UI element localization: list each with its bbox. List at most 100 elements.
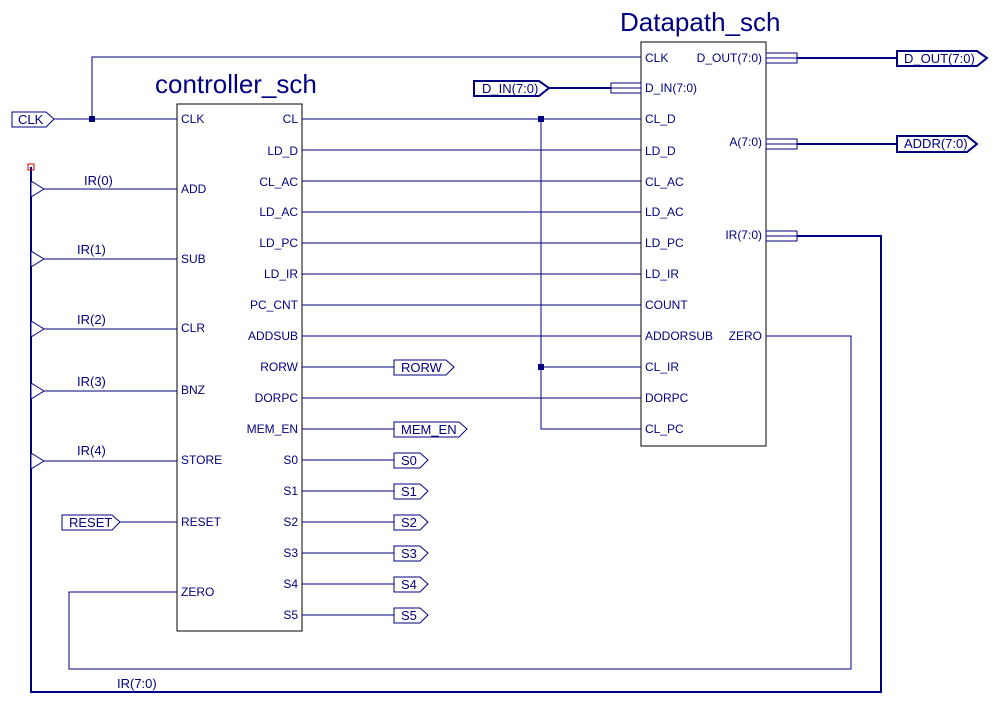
ctrl-pin-clk: CLK (181, 112, 204, 126)
dp-pin-count: COUNT (645, 298, 688, 312)
dp-pin-cl-ac: CL_AC (645, 175, 684, 189)
net-ir2-label: IR(2) (77, 312, 106, 327)
port-s0[interactable] (393, 452, 429, 469)
ctrl-pin-mem-en: MEM_EN (247, 422, 298, 436)
ctrl-pin-addsub: ADDSUB (248, 329, 298, 343)
port-reset-label: RESET (69, 515, 112, 530)
junctions (89, 116, 544, 370)
datapath-input-pins: CLK D_IN(7:0) CL_D LD_D CL_AC LD_AC LD_P… (645, 51, 713, 436)
net-labels: IR(0) IR(1) IR(2) IR(3) IR(4) IR(7:0) (77, 173, 157, 691)
port-s2-label: S2 (401, 515, 417, 530)
ctrl-pin-cl-ac: CL_AC (259, 175, 298, 189)
wire-clk-to-datapath[interactable] (91, 56, 641, 119)
ctrl-pin-bnz: BNZ (181, 383, 205, 397)
dp-pin-ld-d: LD_D (645, 144, 676, 158)
net-ir1-label: IR(1) (77, 242, 106, 257)
port-clk-label: CLK (18, 112, 44, 127)
wires (44, 56, 852, 670)
wire-cl-branch[interactable] (540, 119, 641, 430)
port-s4[interactable] (393, 576, 429, 593)
dp-pin-cl-d: CL_D (645, 112, 676, 126)
datapath-block[interactable] (640, 41, 767, 447)
junction-clk (89, 116, 95, 122)
tap-ir1 (30, 250, 45, 268)
port-s5[interactable] (393, 607, 429, 624)
port-rorw-label: RORW (401, 360, 443, 375)
net-ir3-label: IR(3) (77, 374, 106, 389)
port-reset[interactable] (61, 514, 121, 531)
ctrl-pin-sub: SUB (181, 252, 206, 266)
port-s5-label: S5 (401, 608, 417, 623)
dp-pin-dorpc: DORPC (645, 391, 689, 405)
bus-ir[interactable] (30, 167, 882, 693)
dp-pin-cl-pc: CL_PC (645, 422, 684, 436)
ctrl-pin-s4: S4 (283, 577, 298, 591)
ctrl-pin-rorw: RORW (260, 360, 298, 374)
tap-ir2 (30, 320, 45, 338)
dp-pin-d-out: D_OUT(7:0) (697, 51, 762, 65)
dp-pin-cl-ir: CL_IR (645, 360, 679, 374)
tap-ir4 (30, 452, 45, 470)
port-d-in-label: D_IN(7:0) (482, 81, 538, 96)
controller-title: controller_sch (155, 69, 317, 99)
port-clk[interactable] (11, 111, 55, 128)
bus-pin-stubs (610, 52, 798, 242)
ctrl-pin-reset: RESET (181, 515, 222, 529)
ctrl-pin-store: STORE (181, 453, 222, 467)
junction-cl (538, 116, 544, 122)
dp-pin-zero: ZERO (729, 329, 762, 343)
port-s3[interactable] (393, 545, 429, 562)
tap-ir0 (30, 180, 45, 198)
dp-pin-addorsub: ADDORSUB (645, 329, 713, 343)
ctrl-pin-ld-pc: LD_PC (259, 236, 298, 250)
ctrl-pin-add: ADD (181, 182, 207, 196)
ctrl-pin-cl: CL (283, 112, 299, 126)
ctrl-pin-ld-ac: LD_AC (259, 205, 298, 219)
wire-zero-feedback[interactable] (68, 335, 852, 670)
dp-pin-clk: CLK (645, 51, 668, 65)
dp-pin-ld-ac: LD_AC (645, 205, 684, 219)
port-mem-en-label: MEM_EN (401, 422, 457, 437)
dp-pin-ld-ir: LD_IR (645, 267, 679, 281)
dp-pin-a: A(7:0) (729, 135, 762, 149)
net-ir0-label: IR(0) (84, 173, 113, 188)
ctrl-pin-clr: CLR (181, 321, 205, 335)
port-addr-label: ADDR(7:0) (904, 136, 968, 151)
ctrl-pin-pc-cnt: PC_CNT (250, 298, 299, 312)
ctrl-pin-dorpc: DORPC (255, 391, 299, 405)
port-s2[interactable] (393, 514, 429, 531)
controller-input-pins: CLK ADD SUB CLR BNZ STORE RESET ZERO (181, 112, 222, 599)
ctrl-pin-s0: S0 (283, 453, 298, 467)
port-s1-label: S1 (401, 484, 417, 499)
port-s0-label: S0 (401, 453, 417, 468)
port-s3-label: S3 (401, 546, 417, 561)
net-ir4-label: IR(4) (77, 443, 106, 458)
datapath-output-pins: D_OUT(7:0) A(7:0) IR(7:0) ZERO (697, 51, 762, 343)
dp-pin-ld-pc: LD_PC (645, 236, 684, 250)
bus-end-marker (27, 163, 35, 171)
port-d-out-label: D_OUT(7:0) (904, 51, 975, 66)
port-s4-label: S4 (401, 577, 417, 592)
dp-pin-ir: IR(7:0) (725, 228, 762, 242)
tap-ir3 (30, 382, 45, 400)
buses (30, 57, 897, 693)
controller-output-pins: CL LD_D CL_AC LD_AC LD_PC LD_IR PC_CNT A… (247, 112, 299, 622)
ctrl-pin-s1: S1 (283, 484, 298, 498)
junction-cl-ir (538, 364, 544, 370)
ctrl-pin-zero: ZERO (181, 585, 214, 599)
port-rorw[interactable] (393, 359, 455, 376)
ctrl-pin-ld-ir: LD_IR (264, 267, 298, 281)
datapath-title: Datapath_sch (620, 7, 780, 37)
ctrl-pin-s3: S3 (283, 546, 298, 560)
port-d-in[interactable] (473, 80, 551, 97)
port-d-out[interactable] (896, 50, 989, 67)
port-mem-en[interactable] (393, 421, 468, 438)
bus-taps (30, 180, 45, 470)
dp-pin-d-in: D_IN(7:0) (645, 81, 697, 95)
net-ir-bus-label: IR(7:0) (117, 676, 157, 691)
port-s1[interactable] (393, 483, 429, 500)
ctrl-pin-ld-d: LD_D (267, 144, 298, 158)
ctrl-pin-s2: S2 (283, 515, 298, 529)
port-addr[interactable] (896, 135, 979, 153)
